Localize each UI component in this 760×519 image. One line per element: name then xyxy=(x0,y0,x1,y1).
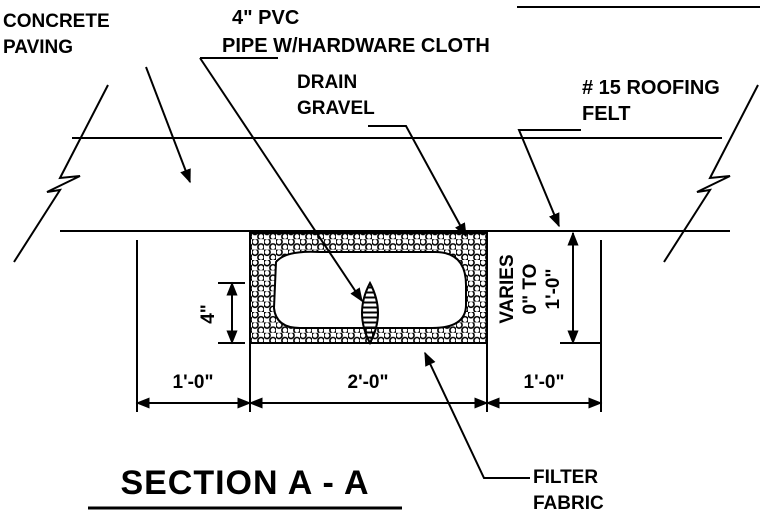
dim-right: 1'-0" xyxy=(524,372,565,393)
pvc-pipe xyxy=(361,280,379,346)
pipe-dim-text: 4" xyxy=(198,304,219,324)
paving-label: PAVING xyxy=(3,37,73,58)
right-break-line xyxy=(663,84,759,263)
varies-dimension xyxy=(560,231,600,345)
dim-center: 2'-0" xyxy=(348,372,389,393)
leader-pvc xyxy=(199,57,363,303)
left-break-line xyxy=(13,84,109,263)
gravel-label: GRAVEL xyxy=(297,98,375,119)
leader-filter xyxy=(424,351,530,479)
fabric-label: FABRIC xyxy=(533,493,604,514)
varies-text: VARIES 0" TO 1'-0" xyxy=(497,254,564,323)
roofing-label: # 15 ROOFING xyxy=(582,77,720,99)
drain-label: DRAIN xyxy=(297,72,357,93)
svg-text:1'-0": 1'-0" xyxy=(543,269,564,310)
concrete-label: CONCRETE xyxy=(3,11,110,32)
leader-concrete xyxy=(145,66,191,184)
leader-felt xyxy=(517,129,581,228)
pipe-dimension xyxy=(218,281,245,345)
felt-label: FELT xyxy=(582,103,631,125)
pipe-label: PIPE W/HARDWARE CLOTH xyxy=(222,35,490,57)
section-title: SECTION A - A xyxy=(120,464,369,502)
svg-text:VARIES: VARIES xyxy=(497,254,518,323)
leader-gravel xyxy=(368,125,467,238)
filter-label: FILTER xyxy=(533,467,598,488)
concrete-paving-slab xyxy=(60,137,730,232)
pvc-label: 4" PVC xyxy=(232,7,299,29)
leader-lines xyxy=(145,57,581,479)
svg-text:0" TO: 0" TO xyxy=(520,264,541,315)
dim-left: 1'-0" xyxy=(173,372,214,393)
